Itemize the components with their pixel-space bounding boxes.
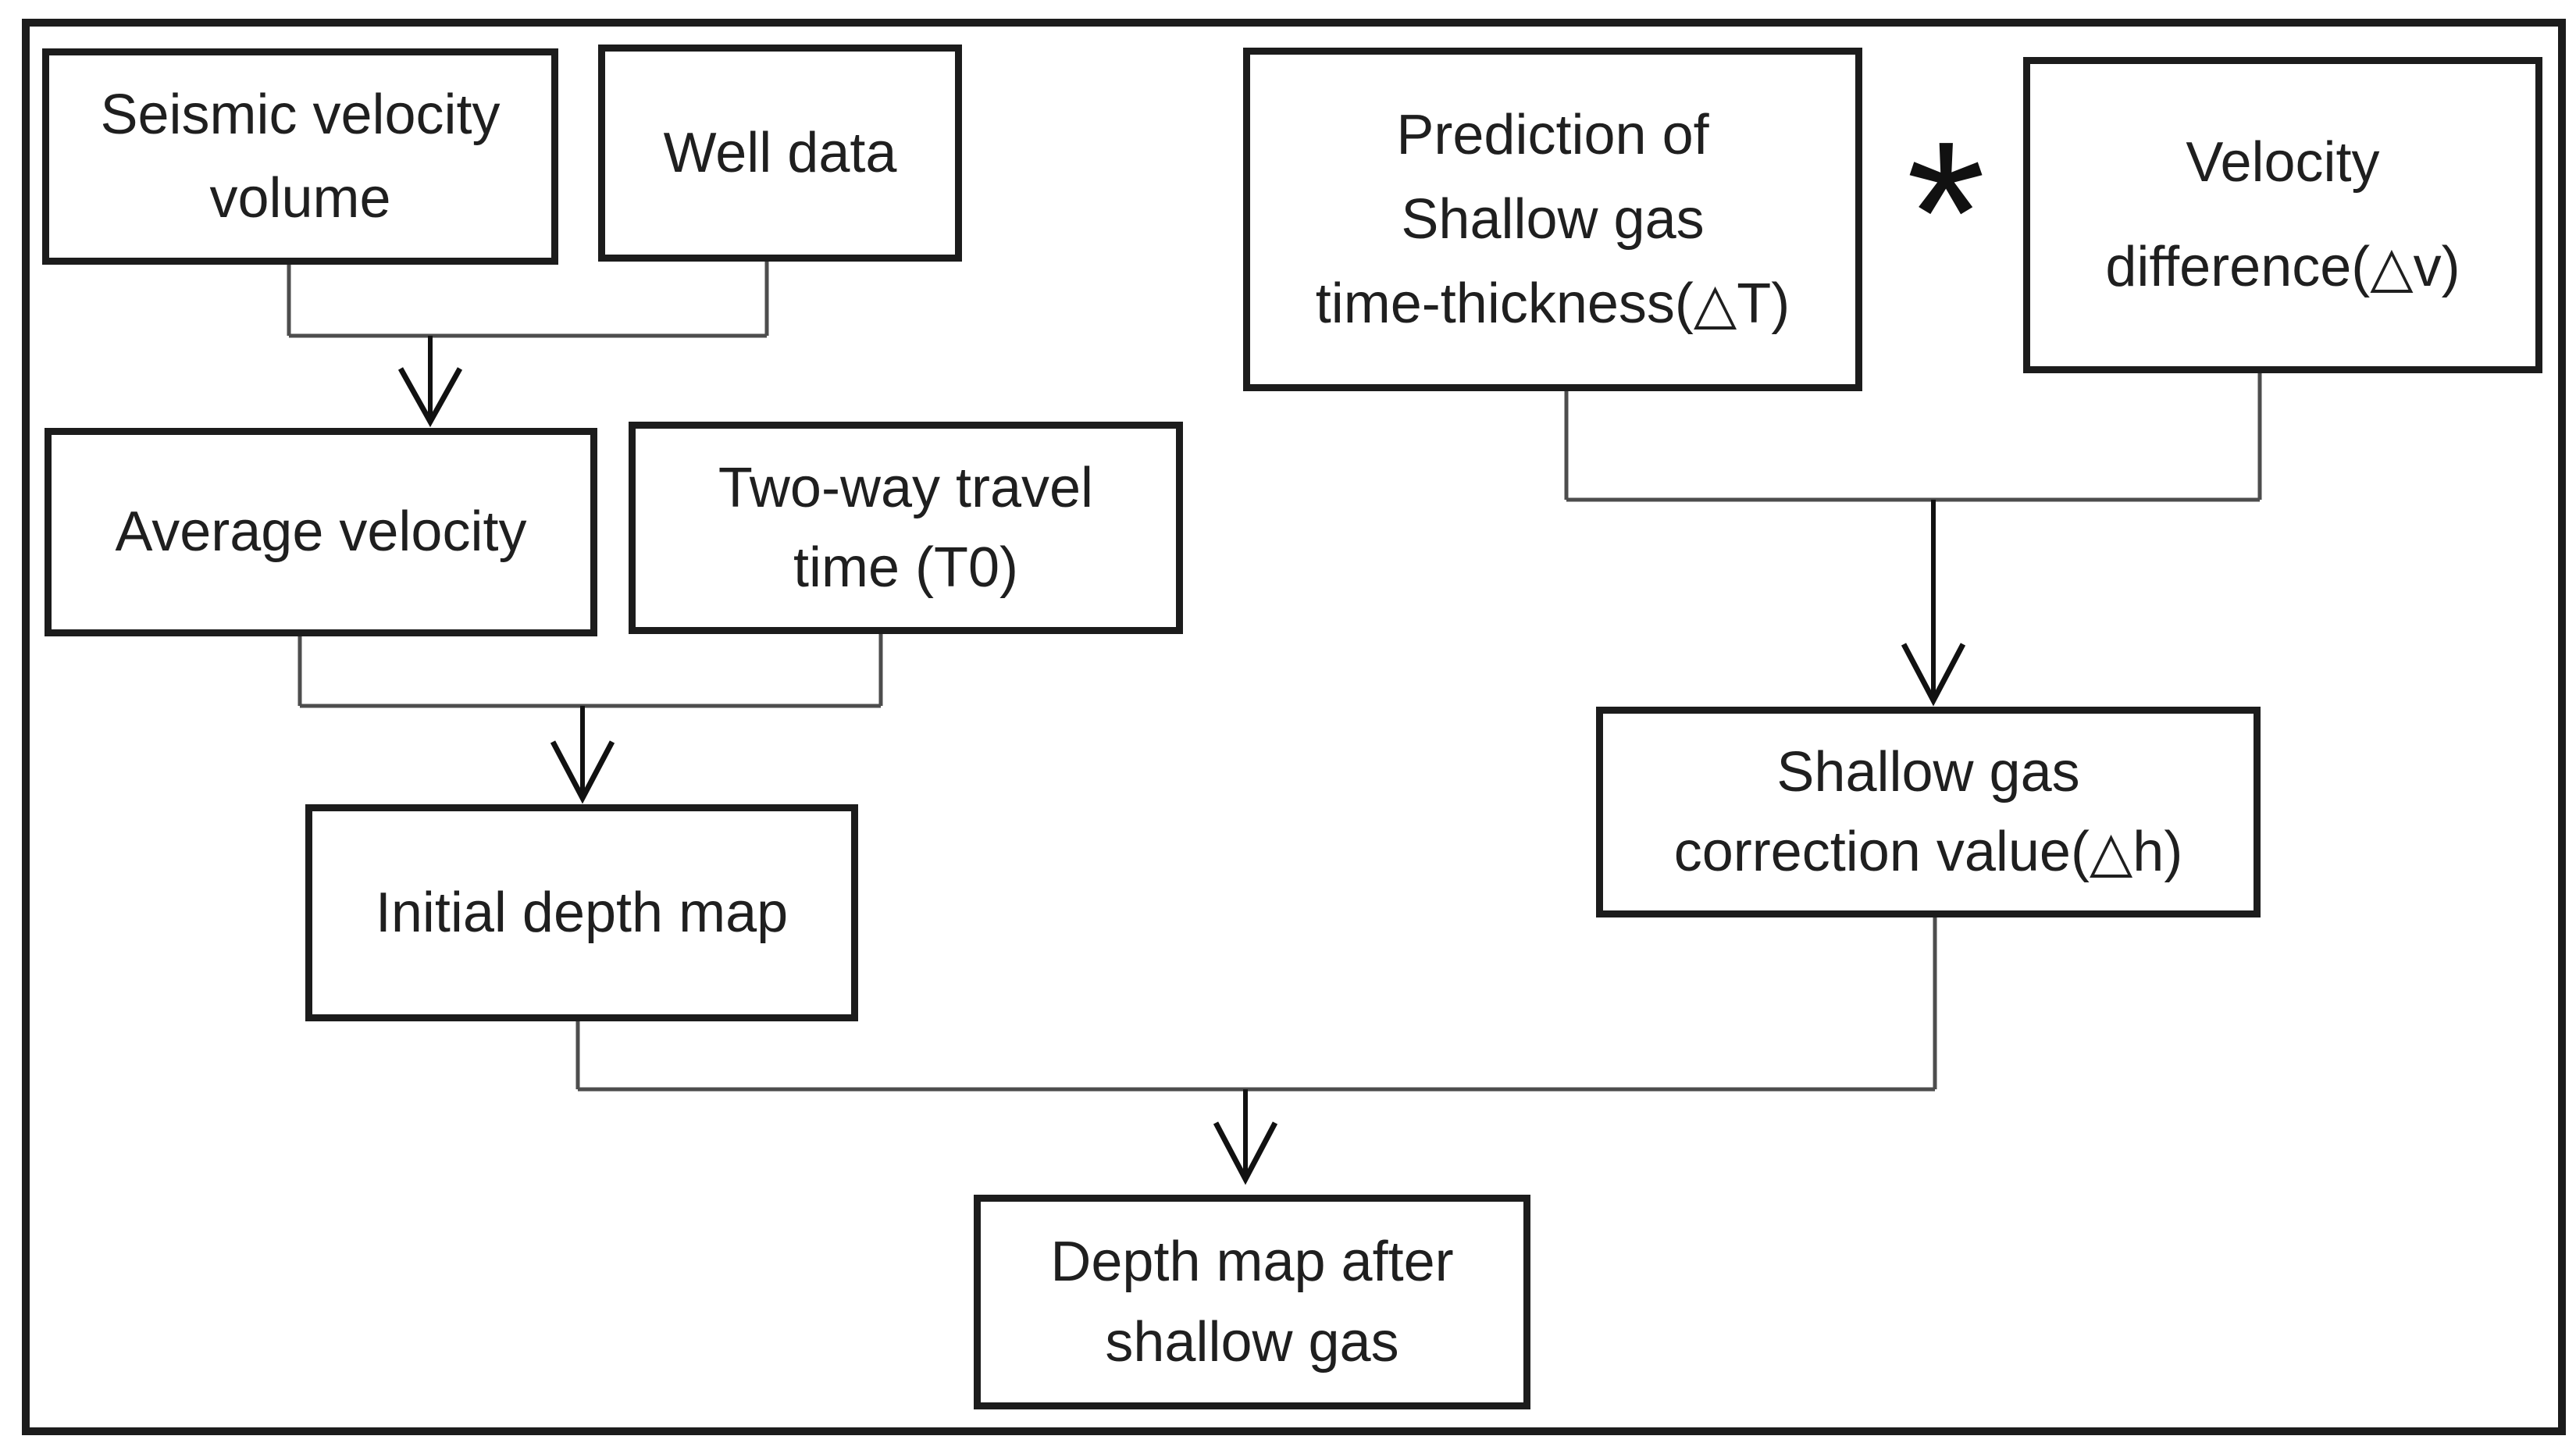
node-seismic-velocity-volume: Seismic velocity volume [42, 48, 558, 265]
node-average-velocity: Average velocity [45, 428, 597, 636]
node-shallow-gas-correction-value: Shallow gas correction value(△h) [1596, 707, 2261, 917]
node-initial-depth-map: Initial depth map [305, 804, 858, 1021]
node-velocity-difference: Velocity difference(△v) [2023, 57, 2542, 373]
node-prediction-shallow-gas-time-thickness: Prediction of Shallow gas time-thickness… [1243, 48, 1862, 391]
asterisk-symbol: * [1906, 100, 1986, 326]
node-two-way-travel-time: Two-way travel time (T0) [629, 422, 1183, 634]
multiply-operator: * [1852, 74, 2040, 315]
node-depth-map-after-shallow-gas: Depth map after shallow gas [974, 1195, 1530, 1409]
node-well-data: Well data [598, 45, 962, 262]
diagram-frame [22, 19, 2566, 1435]
